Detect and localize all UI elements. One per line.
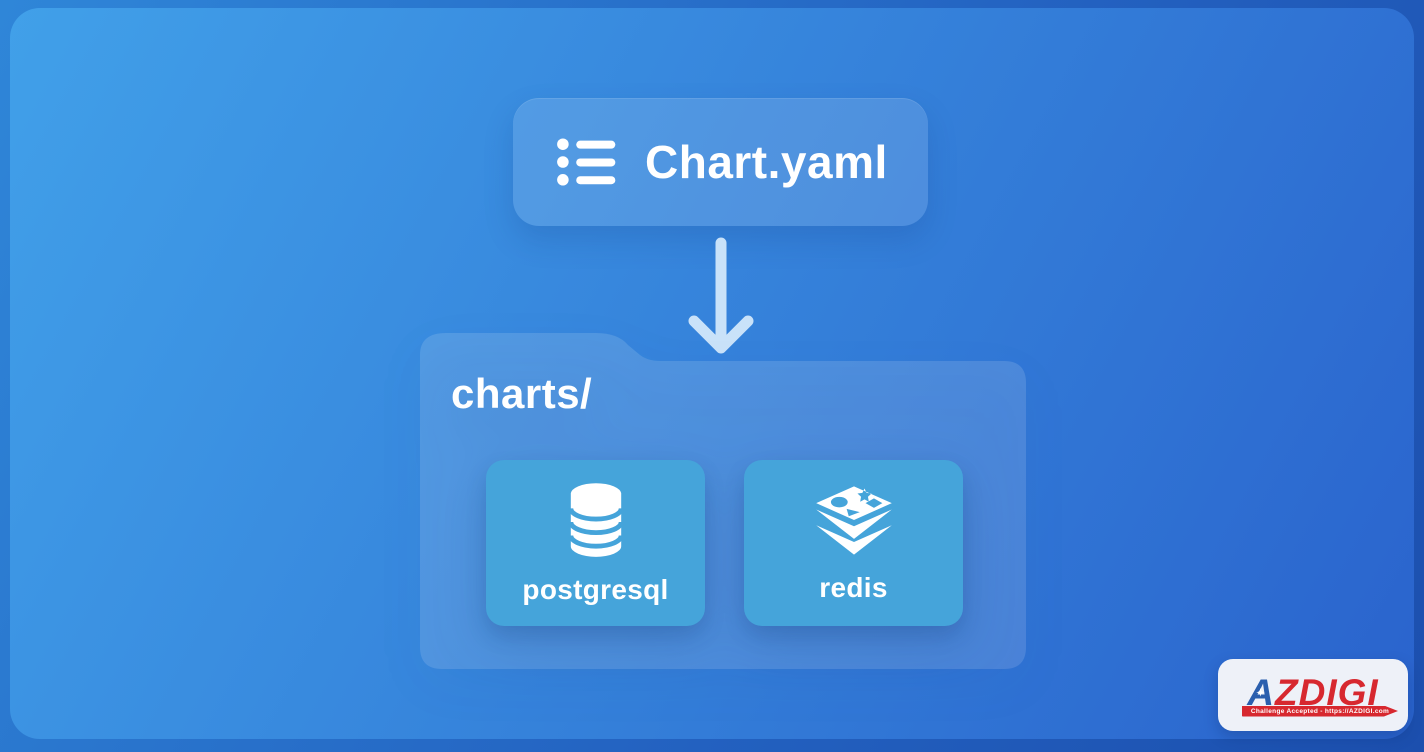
database-icon xyxy=(567,482,624,557)
brand-letters-zdigi: ZDIGI xyxy=(1275,671,1379,713)
confetti-decoration xyxy=(1233,715,1236,718)
star-icon: ✦ xyxy=(1256,687,1266,699)
subchart-label: postgresql xyxy=(522,573,669,605)
brand-letter-a: A✦ xyxy=(1247,671,1276,713)
subchart-card-redis: redis xyxy=(744,460,963,626)
subchart-card-postgresql: postgresql xyxy=(486,460,705,626)
down-arrow-icon xyxy=(688,237,754,354)
folder-label: charts/ xyxy=(451,370,593,417)
diagram-canvas: Chart.yaml charts/ postgresql xyxy=(10,8,1414,739)
logo-tagline: Challenge Accepted - https://AZDIGI.com xyxy=(1250,707,1390,715)
chart-yaml-node: Chart.yaml xyxy=(513,98,928,226)
azdigi-logo: A✦ ZDIGI xyxy=(1247,674,1378,711)
logo-arrow-banner: Challenge Accepted - https://AZDIGI.com xyxy=(1242,705,1398,717)
redis-stack-icon xyxy=(815,485,892,555)
chart-yaml-label: Chart.yaml xyxy=(645,136,888,188)
subchart-label: redis xyxy=(819,571,888,603)
charts-folder: charts/ postgresql redis xyxy=(420,333,1026,669)
list-icon xyxy=(557,138,616,186)
azdigi-watermark: A✦ ZDIGI Challenge Accepted - https://AZ… xyxy=(1218,659,1408,731)
